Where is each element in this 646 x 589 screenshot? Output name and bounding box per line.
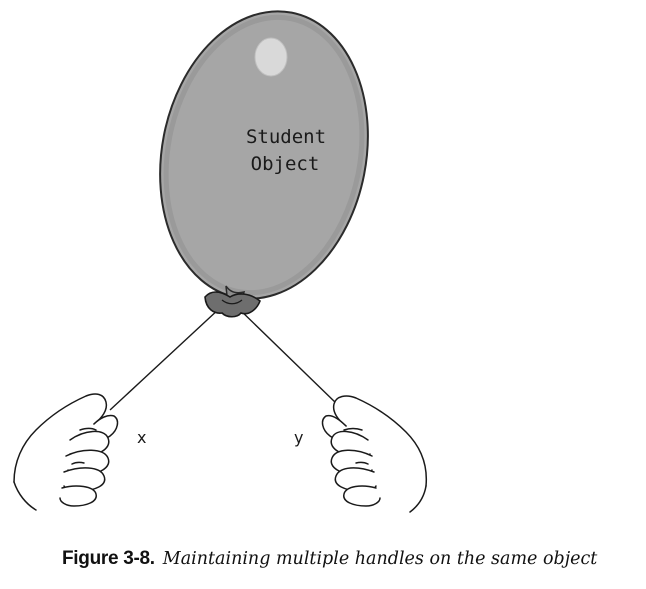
balloon: Student Object: [159, 10, 369, 318]
figure-number: Figure 3-8.: [62, 548, 155, 569]
balloon-label-line1: Student: [246, 126, 326, 148]
balloon-knot: [204, 291, 261, 318]
right-string: [235, 305, 339, 406]
balloon-label-line2: Object: [251, 153, 320, 175]
right-hand: [321, 395, 428, 513]
figure-caption-text: Maintaining multiple handles on the same…: [162, 549, 598, 569]
balloon-shading: [163, 14, 365, 296]
handle-label-x: x: [137, 428, 146, 447]
handle-label-y: y: [294, 428, 303, 447]
left-hand: [13, 393, 119, 511]
left-string: [109, 307, 221, 411]
figure-caption: Figure 3-8. Maintaining multiple handles …: [62, 548, 597, 570]
balloon-highlight: [254, 37, 288, 77]
balloon-knot-fold: [221, 299, 243, 305]
